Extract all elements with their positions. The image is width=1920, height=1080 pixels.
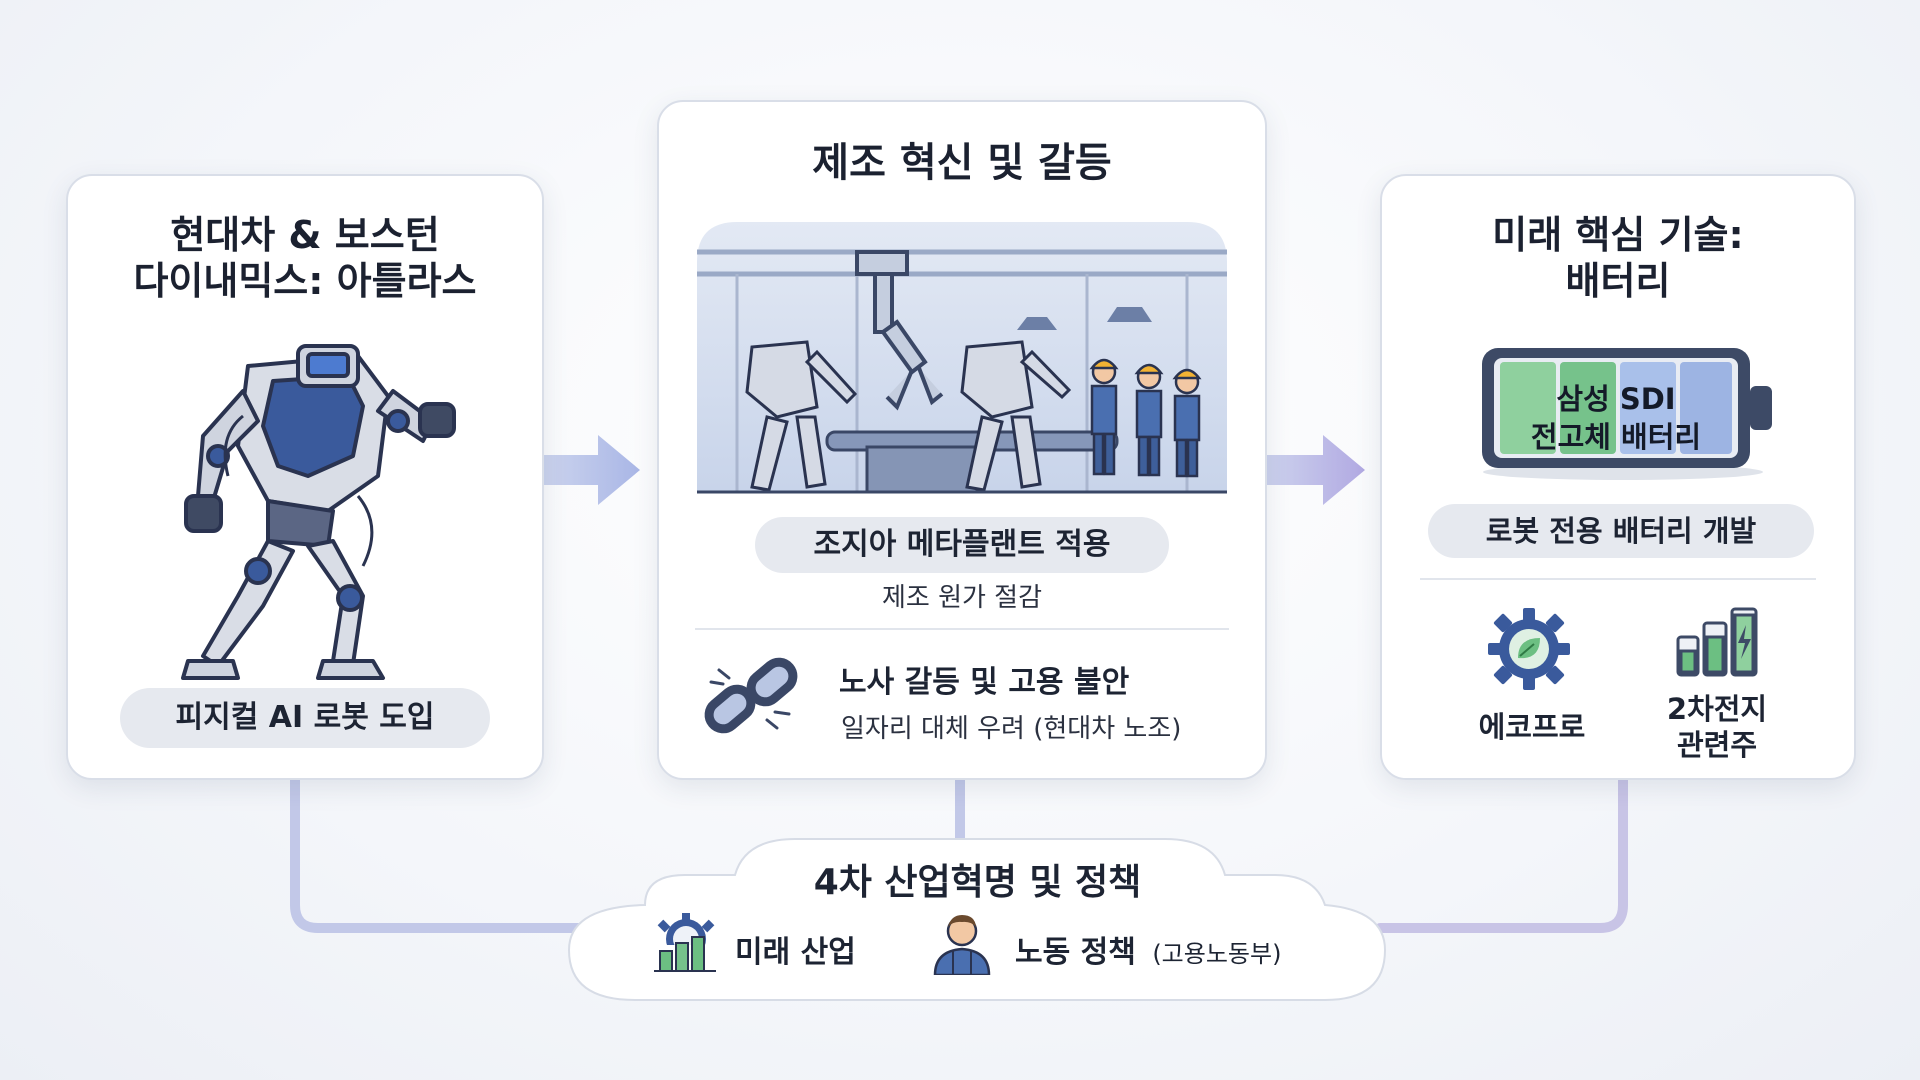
labor-policy-note: (고용노동부)	[1152, 940, 1282, 968]
broken-chain-icon	[697, 650, 807, 745]
secondary-battery-icon	[1672, 601, 1762, 681]
labor-policy-label: 노동 정책 (고용노동부)	[1015, 927, 1281, 971]
ecopro-gear-icon	[1484, 604, 1574, 694]
pill-robot-battery: 로봇 전용 배터리 개발	[1428, 504, 1814, 558]
card-manufacturing: 제조 혁신 및 갈등	[657, 100, 1267, 780]
battery-label-line2: 전고체 배터리	[1530, 420, 1702, 454]
labor-policy-text: 노동 정책	[1015, 935, 1136, 970]
arrow-center-to-right	[1265, 435, 1370, 505]
factory-illustration	[697, 222, 1227, 497]
secondary-battery-label-line2: 관련주	[1676, 728, 1758, 762]
pill-georgia-metaplant: 조지아 메타플랜트 적용	[755, 517, 1169, 573]
ecopro-label: 에코프로	[1478, 710, 1586, 744]
card-battery: 미래 핵심 기술: 배터리 삼성 SDI 전고체 배터리 로봇 전용 배터리 개…	[1380, 174, 1856, 780]
card-title-line2: 다이내믹스: 아틀라스	[133, 259, 477, 303]
future-industry-icon	[650, 913, 722, 973]
card-title-line1: 미래 핵심 기술:	[1492, 213, 1744, 257]
pill-physical-ai: 피지컬 AI 로봇 도입	[120, 688, 490, 748]
card-hyundai-atlas: 현대차 & 보스턴 다이내믹스: 아틀라스	[66, 174, 544, 780]
cloud-title: 4차 산업혁명 및 정책	[813, 862, 1142, 903]
battery-label-line1: 삼성 SDI	[1556, 382, 1676, 416]
divider	[695, 628, 1229, 630]
card-title-line2: 배터리	[1565, 259, 1671, 303]
worker-icon	[927, 911, 997, 975]
card-title: 제조 혁신 및 갈등	[812, 140, 1112, 186]
card-title-line1: 현대차 & 보스턴	[170, 213, 440, 257]
pill-subtext: 제조 원가 절감	[881, 583, 1043, 613]
future-industry-label: 미래 산업	[735, 935, 856, 970]
policy-cloud: 4차 산업혁명 및 정책 미래 산업 노동 정책	[565, 835, 1390, 1005]
atlas-robot-illustration	[158, 326, 458, 696]
battery-illustration: 삼성 SDI 전고체 배터리	[1478, 344, 1778, 484]
conflict-subtext: 일자리 대체 우려 (현대차 노조)	[841, 714, 1182, 744]
secondary-battery-label-line1: 2차전지	[1666, 692, 1768, 726]
divider	[1420, 578, 1816, 580]
conflict-title: 노사 갈등 및 고용 불안	[839, 665, 1130, 700]
arrow-left-to-center	[540, 435, 645, 505]
